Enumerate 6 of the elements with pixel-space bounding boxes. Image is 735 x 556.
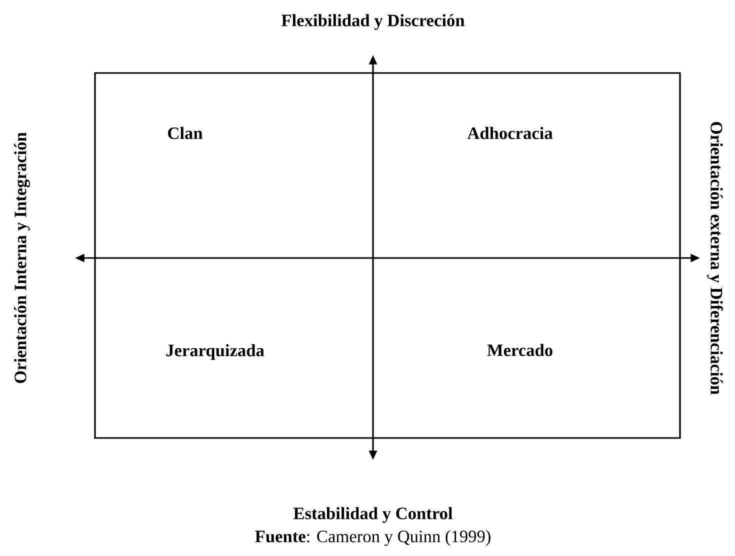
caption: Fuente: Cameron y Quinn (1999) <box>255 530 490 546</box>
axis-label: Estabilidad y Control <box>294 507 452 523</box>
axis-label: Flexibilidad y Discreción <box>282 14 465 30</box>
quadrant-box: Clan Adhocracia Jerarquizada Mercado <box>94 72 681 439</box>
axis-label: Orientación Interna y Integración <box>14 132 30 384</box>
axis-label: Orientación externa y Diferenciación <box>707 122 723 395</box>
